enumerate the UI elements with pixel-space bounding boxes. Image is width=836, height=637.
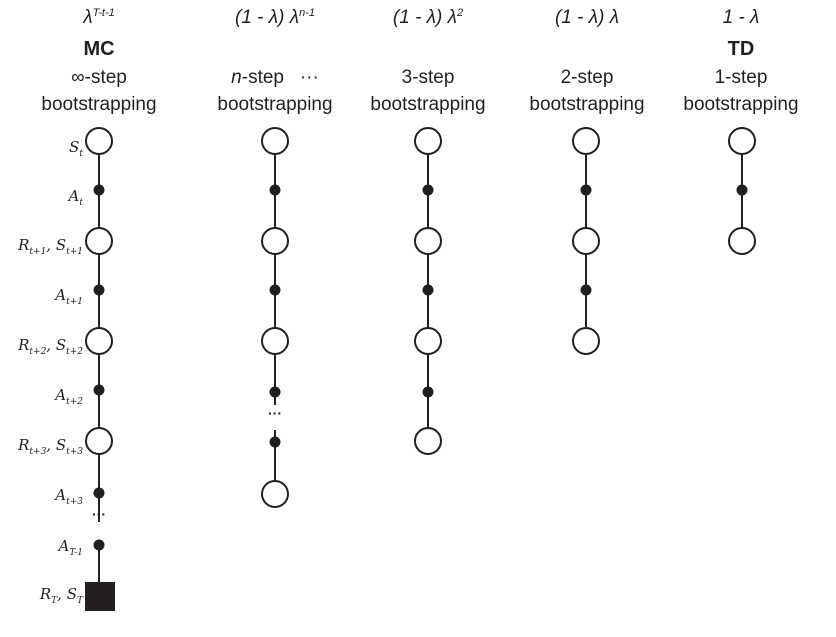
column-bootstrapping: bootstrapping (41, 94, 157, 115)
mc-state-node (85, 227, 113, 255)
column-bootstrapping: bootstrapping (683, 94, 799, 115)
mc-action-node (93, 284, 105, 296)
2-step-state-node (572, 227, 600, 255)
3-step-state-node (414, 327, 442, 355)
mc-action-node (93, 384, 105, 396)
1-step-state-node (728, 127, 756, 155)
mc-state-node (85, 327, 113, 355)
n-step-action-node (269, 386, 281, 398)
ellipsis: ··· (299, 67, 319, 88)
column-bootstrapping: bootstrapping (370, 94, 486, 115)
mc-label-s-t: St (69, 138, 83, 159)
3-step-state-node (414, 127, 442, 155)
2-step-action-node (580, 184, 592, 196)
3-step-state-node (414, 427, 442, 455)
n-step-state-node (261, 327, 289, 355)
2-step-action-node (580, 284, 592, 296)
column-weight: 1 - λ (722, 7, 760, 28)
2-step-state-node (572, 127, 600, 155)
n-step-state-node (261, 127, 289, 155)
column-weight: (1 - λ) λn-1 (235, 7, 315, 28)
n-step-ellipsis: ··· (268, 405, 282, 421)
1-step-state-node (728, 227, 756, 255)
mc-terminal-node (85, 582, 115, 611)
mc-label-a-T-1: AT-1 (58, 537, 83, 558)
mc-label-r-s-T: RT, ST (39, 585, 83, 606)
3-step-action-node (422, 184, 434, 196)
mc-state-node (85, 127, 113, 155)
3-step-action-node (422, 386, 434, 398)
column-method-title: TD (727, 38, 755, 60)
mc-label-a-t: At (68, 187, 83, 208)
mc-label-a-t1: At+1 (55, 286, 83, 307)
n-step-action-node (269, 436, 281, 448)
n-step-state-node (261, 480, 289, 508)
column-weight: λT-t-1 (83, 7, 115, 28)
column-weight: (1 - λ) λ (554, 7, 620, 28)
column-steps: ∞-step (71, 67, 127, 88)
mc-action-node (93, 539, 105, 551)
mc-action-node (93, 184, 105, 196)
column-bootstrapping: bootstrapping (529, 94, 645, 115)
column-bootstrapping: bootstrapping (217, 94, 333, 115)
column-method-title: MC (83, 38, 115, 60)
1-step-action-node (736, 184, 748, 196)
column-steps: 1-step (714, 67, 768, 88)
n-step-state-node (261, 227, 289, 255)
mc-action-node (93, 487, 105, 499)
mc-label-a-t3: At+3 (55, 486, 83, 507)
mc-label-a-t2: At+2 (55, 386, 83, 407)
3-step-state-node (414, 227, 442, 255)
mc-label-r-s-t1: Rt+1, St+1 (18, 236, 83, 257)
3-step-action-node (422, 284, 434, 296)
mc-ellipsis: ··· (92, 506, 106, 522)
n-step-action-node (269, 184, 281, 196)
2-step-state-node (572, 327, 600, 355)
column-weight: (1 - λ) λ2 (392, 7, 464, 28)
mc-label-r-s-t2: Rt+2, St+2 (18, 336, 83, 357)
column-steps: 3-step (401, 67, 455, 88)
mc-state-node (85, 427, 113, 455)
mc-label-r-s-t3: Rt+3, St+3 (18, 436, 83, 457)
column-steps: 2-step (560, 67, 614, 88)
column-steps: n-step ··· (231, 67, 319, 88)
n-step-action-node (269, 284, 281, 296)
